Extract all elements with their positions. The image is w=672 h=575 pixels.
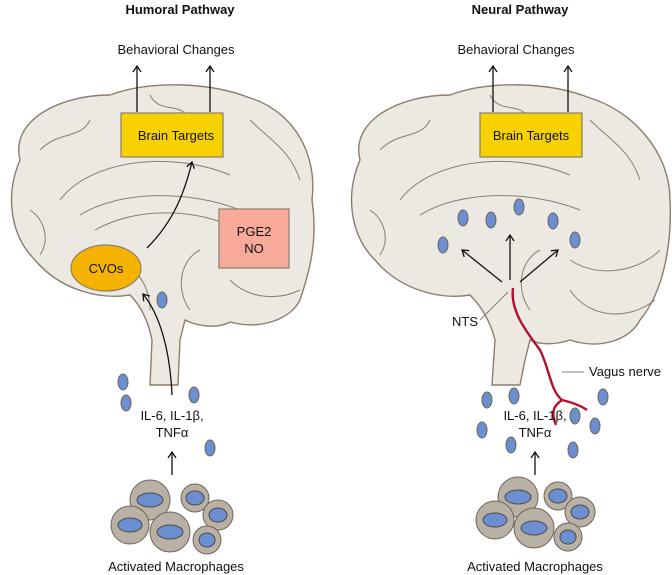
cytokine-oval (513, 198, 525, 216)
macrophages-label: Activated Macrophages (467, 559, 603, 574)
behavioral-changes-label: Behavioral Changes (117, 42, 235, 57)
cytokine-oval (120, 394, 132, 412)
brain-illustration (10, 84, 315, 386)
nts-label: NTS (452, 314, 478, 329)
cytokine-oval (117, 373, 129, 391)
pge2-label: PGE2 (237, 224, 272, 239)
cytokine-oval (156, 291, 168, 309)
cytokine-oval (597, 388, 609, 406)
vagus-nerve (511, 287, 588, 426)
cytokine-oval (567, 441, 579, 459)
no-label: NO (244, 241, 264, 256)
cytokine-oval (457, 209, 469, 227)
cvos-ellipse: CVOs (70, 244, 142, 292)
cvos-label: CVOs (89, 261, 124, 276)
macrophages-cluster (475, 476, 596, 552)
neural-panel: Neural Pathway Behavioral Changes Brain … (350, 2, 672, 574)
cytokine-oval (188, 386, 200, 404)
cytokine-oval (569, 231, 581, 249)
cytokine-oval (569, 407, 581, 425)
cytokine-oval (508, 387, 520, 405)
brain-targets-label: Brain Targets (493, 128, 570, 143)
cytokine-oval (547, 212, 559, 230)
cytokine-oval (589, 417, 601, 435)
cytokine-oval (476, 421, 488, 439)
cytokine-oval (505, 436, 517, 454)
cytokine-oval (485, 211, 497, 229)
cvo-to-targets-arrow (146, 160, 196, 249)
cytokine-oval (204, 439, 216, 457)
cytokine-oval (481, 391, 493, 409)
cytokines-label-1: IL-6, IL-1β, (140, 408, 203, 423)
pge2-no-box: PGE2 NO (218, 208, 290, 269)
cytokine-oval (437, 236, 449, 254)
brain-targets-box: Brain Targets (479, 112, 583, 158)
brain-targets-box: Brain Targets (120, 112, 224, 158)
humoral-panel: Humoral Pathway Behavioral Changes Brain… (10, 2, 315, 574)
cytokines-label-2: TNFα (519, 425, 552, 440)
brain-cytokine-molecules (437, 198, 581, 254)
behavioral-changes-label: Behavioral Changes (457, 42, 575, 57)
cytokines-label-2: TNFα (156, 425, 189, 440)
humoral-title: Humoral Pathway (125, 2, 235, 17)
nts-arrow-left (461, 249, 503, 283)
nts-arrow-right (519, 249, 559, 283)
cytokine-molecules (117, 291, 216, 457)
macrophages-label: Activated Macrophages (108, 559, 244, 574)
cytokine-to-cvo-arrow (142, 293, 173, 396)
cytokines-label-1: IL-6, IL-1β, (503, 408, 566, 423)
cytokine-molecules (476, 387, 609, 459)
vagus-label: Vagus nerve (589, 364, 661, 379)
brain-targets-label: Brain Targets (138, 128, 215, 143)
nts-leader-line (479, 291, 509, 321)
neural-title: Neural Pathway (472, 2, 570, 17)
macrophages-cluster (110, 479, 234, 555)
